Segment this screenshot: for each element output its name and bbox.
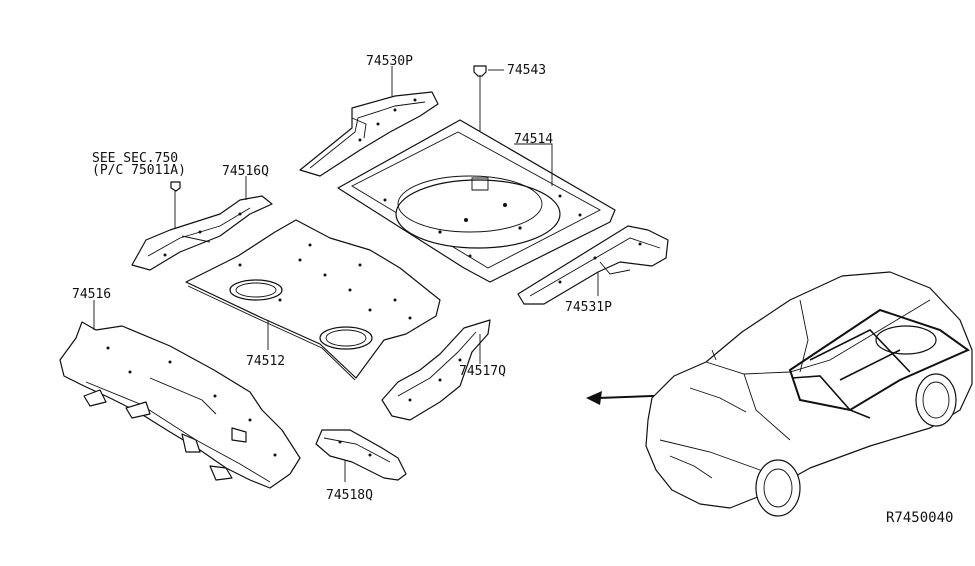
label-74516Q: 74516Q <box>222 164 269 179</box>
label-74530P: 74530P <box>366 54 413 69</box>
part-74516Q <box>131 195 273 271</box>
part-74516-side-panel <box>59 321 301 489</box>
part-74518Q <box>315 429 407 481</box>
part-74531P <box>517 225 669 305</box>
label-74512: 74512 <box>246 354 285 369</box>
label-74531P: 74531P <box>565 300 612 315</box>
label-74543: 74543 <box>507 63 546 78</box>
label-74518Q: 74518Q <box>326 488 373 503</box>
part-74543-clip <box>473 65 487 82</box>
part-74514-spare-tire-pan <box>337 119 616 283</box>
label-74516: 74516 <box>72 287 111 302</box>
label-74514: 74514 <box>514 132 553 147</box>
leader-74514 <box>514 143 553 186</box>
diagram-reference-number: R7450040 <box>886 510 953 526</box>
part-74517Q <box>381 319 491 421</box>
part-bolt-see-sec-750 <box>170 181 181 234</box>
part-74530P <box>299 91 439 177</box>
label-pc-75011A: (P/C 75011A) <box>92 163 186 178</box>
label-see-sec-750: SEE SEC.750 <box>92 151 178 166</box>
vehicle-illustration <box>645 271 973 517</box>
label-74517Q: 74517Q <box>459 364 506 379</box>
part-74512-rear-floor-carpet <box>185 219 441 381</box>
